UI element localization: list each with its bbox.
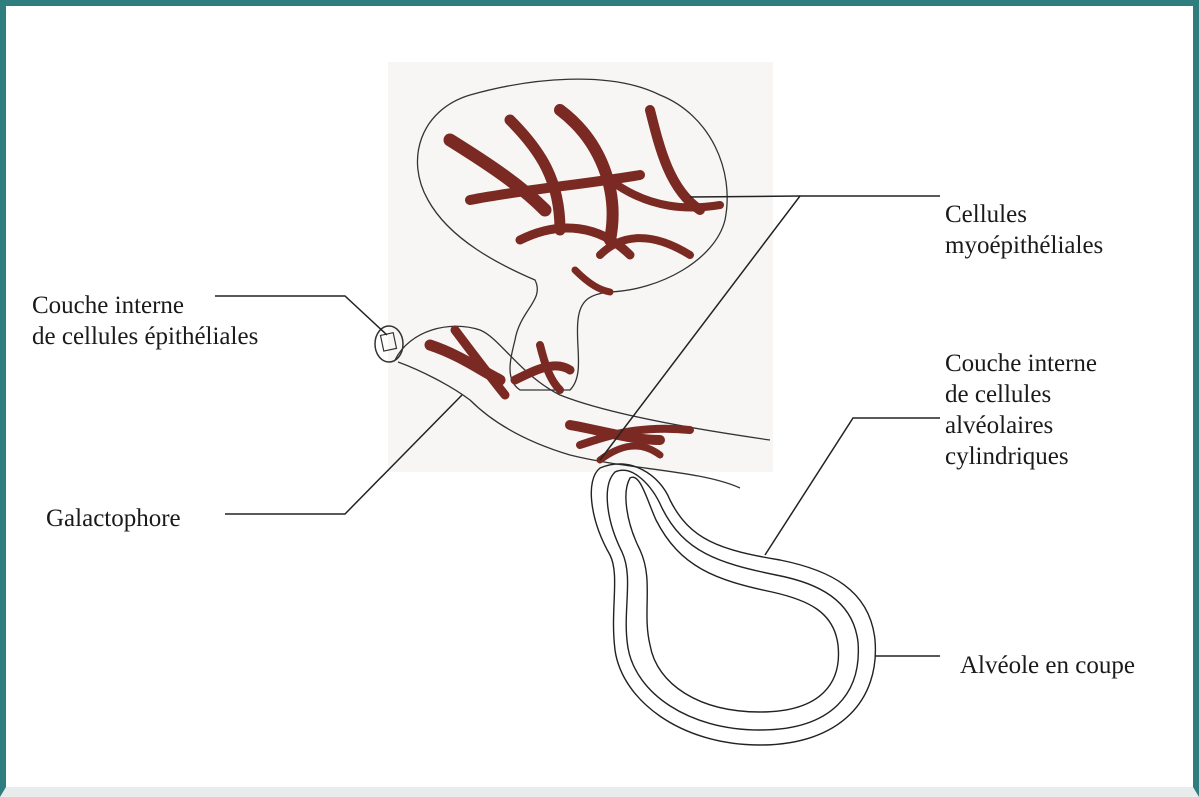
alveolus-lumen	[626, 477, 839, 712]
leader-alveolar	[765, 418, 940, 555]
label-myoepithelial-cells: Cellules myoépithéliales	[945, 199, 1103, 261]
label-galactophore: Galactophore	[46, 503, 181, 534]
label-inner-alveolar-layer: Couche interne de cellules alvéolaires c…	[945, 348, 1097, 472]
leader-myoepithelial-upper	[690, 196, 800, 197]
alveolus-inner-wall	[607, 470, 858, 730]
label-alveolus-section: Alvéole en coupe	[960, 650, 1135, 681]
alveolus-outer-wall	[591, 464, 875, 745]
label-inner-epithelial-layer: Couche interne de cellules épithéliales	[32, 290, 258, 352]
